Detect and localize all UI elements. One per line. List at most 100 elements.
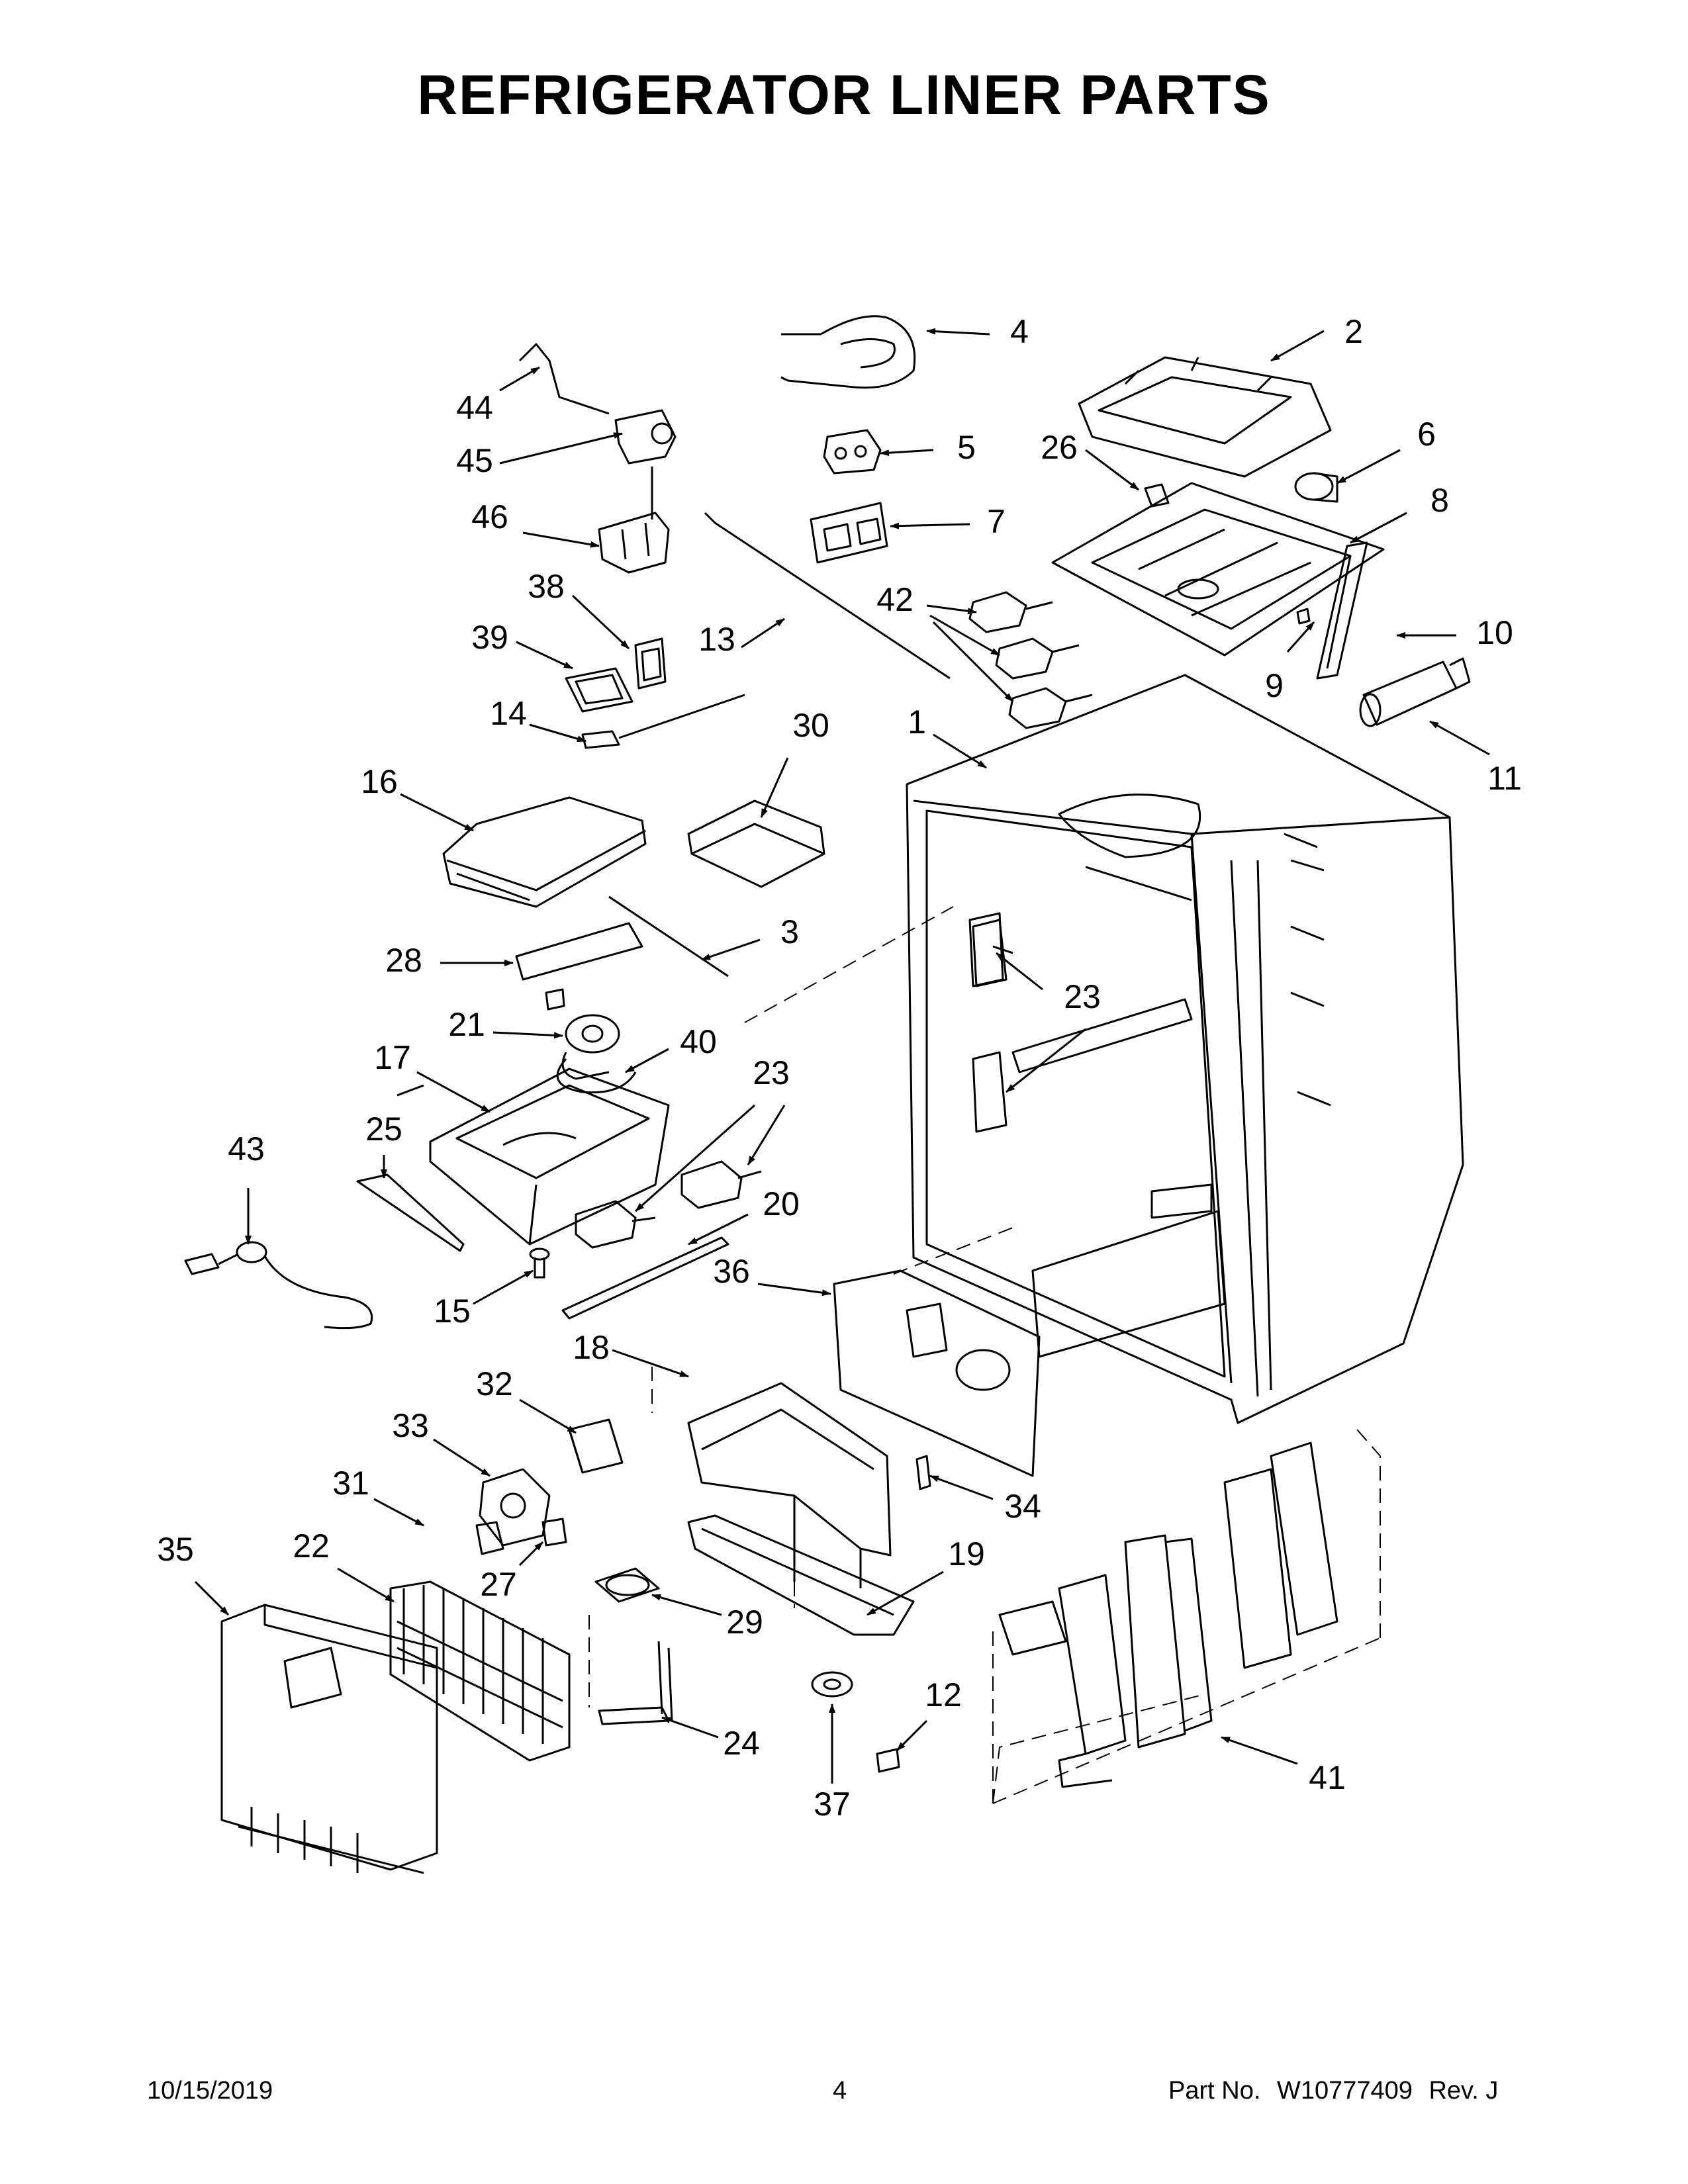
callout-11: 11	[1487, 760, 1522, 797]
callout-7: 7	[987, 503, 1006, 540]
callout-43: 43	[228, 1130, 265, 1167]
callout-31: 31	[332, 1465, 369, 1502]
wire-lead	[556, 1058, 637, 1094]
valve-bracket	[598, 512, 670, 574]
callout-41: 41	[1309, 1759, 1346, 1796]
footer-page-number: 4	[833, 2077, 847, 2105]
damper-part	[1294, 472, 1338, 503]
leader-23a-2	[1006, 1028, 1086, 1093]
heater-strip	[561, 1236, 729, 1320]
leader-42a	[926, 604, 977, 615]
water-tube-assembly	[780, 315, 916, 389]
bracket-part	[568, 1418, 624, 1474]
callout-45: 45	[456, 442, 493, 479]
water-filter-housing	[1359, 657, 1471, 727]
callout-23-lower: 23	[753, 1054, 790, 1091]
control-housing	[1078, 356, 1332, 478]
frame-gasket	[565, 667, 633, 713]
leader-31	[373, 1498, 424, 1527]
leader-1	[933, 733, 987, 769]
callout-24: 24	[723, 1725, 760, 1762]
fan-grille	[594, 1567, 660, 1603]
callout-28: 28	[385, 942, 422, 979]
evaporator-cover	[220, 1604, 438, 1874]
leader-19	[867, 1570, 944, 1616]
callout-2: 2	[1344, 313, 1363, 350]
shelf-rail	[1316, 541, 1368, 680]
screw	[529, 1248, 550, 1279]
damper-cover	[475, 1521, 504, 1555]
water-line-tube	[518, 343, 610, 415]
leader-17	[416, 1071, 491, 1113]
leader-42c	[932, 621, 1014, 703]
callout-20: 20	[763, 1185, 800, 1222]
callout-5: 5	[957, 429, 976, 466]
callout-21: 21	[448, 1006, 485, 1043]
leader-16	[400, 793, 474, 832]
trim-bar	[356, 1173, 465, 1252]
footer-part-info: Part No. W10777409 Rev. J	[1168, 2077, 1507, 2105]
led-light-upper	[968, 912, 1013, 987]
light-housing	[810, 502, 888, 564]
connector-part	[823, 429, 882, 475]
control-board	[442, 796, 647, 908]
callout-42: 42	[876, 581, 914, 618]
leader-13	[741, 617, 785, 649]
leader-39	[516, 641, 573, 670]
callout-12: 12	[925, 1676, 962, 1713]
guide-line-liner	[893, 1227, 1013, 1275]
leader-18	[612, 1349, 689, 1378]
leader-46	[522, 531, 600, 548]
callout-40: 40	[680, 1023, 717, 1060]
leader-11	[1429, 720, 1490, 756]
callout-26: 26	[1041, 429, 1078, 466]
guide-line-board	[744, 906, 954, 1023]
leader-4	[926, 328, 990, 336]
gasket-square	[541, 1518, 567, 1547]
leader-33	[433, 1438, 491, 1477]
leader-45	[499, 432, 623, 465]
door-panel-set	[998, 1441, 1338, 1788]
leader-23b-1	[635, 1104, 755, 1212]
evaporator-cover-panel	[1051, 482, 1385, 657]
leader-23a-1	[996, 952, 1043, 991]
callout-33: 33	[392, 1407, 429, 1444]
leader-34	[929, 1475, 994, 1500]
callout-10: 10	[1476, 614, 1513, 651]
leader-27	[518, 1541, 544, 1567]
leader-23b-2	[747, 1105, 786, 1165]
leader-5	[880, 449, 934, 457]
refrigerator-liner	[906, 674, 1464, 1424]
callout-6: 6	[1417, 416, 1436, 453]
leader-21	[492, 1031, 563, 1039]
callout-37: 37	[814, 1786, 851, 1823]
leader-24	[661, 1716, 719, 1739]
guide-line-door	[1356, 1429, 1381, 1638]
defrost-heater	[598, 1641, 673, 1725]
drain-trough	[687, 1514, 915, 1636]
callout-39: 39	[471, 619, 508, 656]
leader-40	[625, 1048, 669, 1073]
leader-15	[473, 1269, 534, 1305]
leader-20	[688, 1213, 749, 1246]
damper-motor	[479, 1468, 551, 1547]
callout-27: 27	[480, 1566, 517, 1603]
leader-41	[1221, 1736, 1298, 1765]
leader-12	[896, 1719, 928, 1752]
leader-35	[194, 1580, 230, 1616]
grommet-ring	[811, 1671, 853, 1698]
callout-36: 36	[713, 1253, 750, 1290]
leader-7	[890, 522, 970, 529]
callout-35: 35	[157, 1531, 194, 1568]
guide-line-vertical	[588, 1367, 795, 1707]
callout-9: 9	[1265, 667, 1284, 704]
callout-30: 30	[792, 707, 829, 744]
thermistor-sensor	[581, 694, 745, 749]
leader-36	[757, 1283, 831, 1297]
guide-line-panels	[992, 1637, 1381, 1804]
leader-29	[651, 1594, 722, 1616]
spacer-block	[1144, 483, 1170, 508]
callout-32: 32	[476, 1365, 513, 1402]
duct-clip	[915, 1455, 931, 1490]
